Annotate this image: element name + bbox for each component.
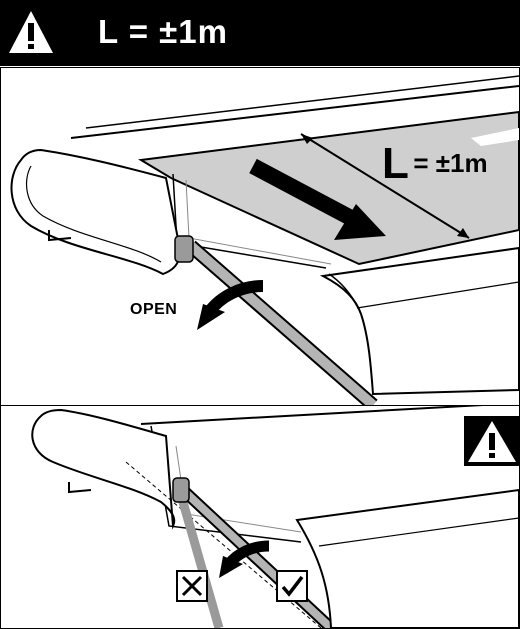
correct-crank-rod [172,477,336,628]
front-bar [295,488,519,628]
check-mark-icon [281,575,304,597]
warning-triangle-icon [9,11,53,53]
awning-open-illustration [10,75,519,405]
awning-fabric [138,110,519,266]
cross-mark-icon [181,575,203,597]
header-bar: L = ±1m [0,0,520,66]
crank-rod [174,235,378,405]
pull-direction-arrow-icon [249,158,386,240]
warning-triangle-icon [468,421,516,462]
measure-letter: L [382,139,409,188]
left-end-cap [10,148,181,276]
warning-badge [464,416,519,466]
header-title: L = ±1m [98,13,228,50]
left-end-cap [31,408,176,530]
measure-value: = ±1m [413,148,488,178]
front-bar [319,246,519,396]
measurement-line [300,133,470,239]
open-label: OPEN [130,301,178,318]
wrong-crank-rod [174,486,224,628]
measure-label: L = ±1m [382,139,488,189]
panel-open-step: OPEN L = ±1m [0,67,520,406]
right-mark-box [276,570,308,602]
panel-crank-angle [0,405,520,629]
crank-angle-illustration [31,406,519,628]
wrong-mark-box [176,570,208,602]
